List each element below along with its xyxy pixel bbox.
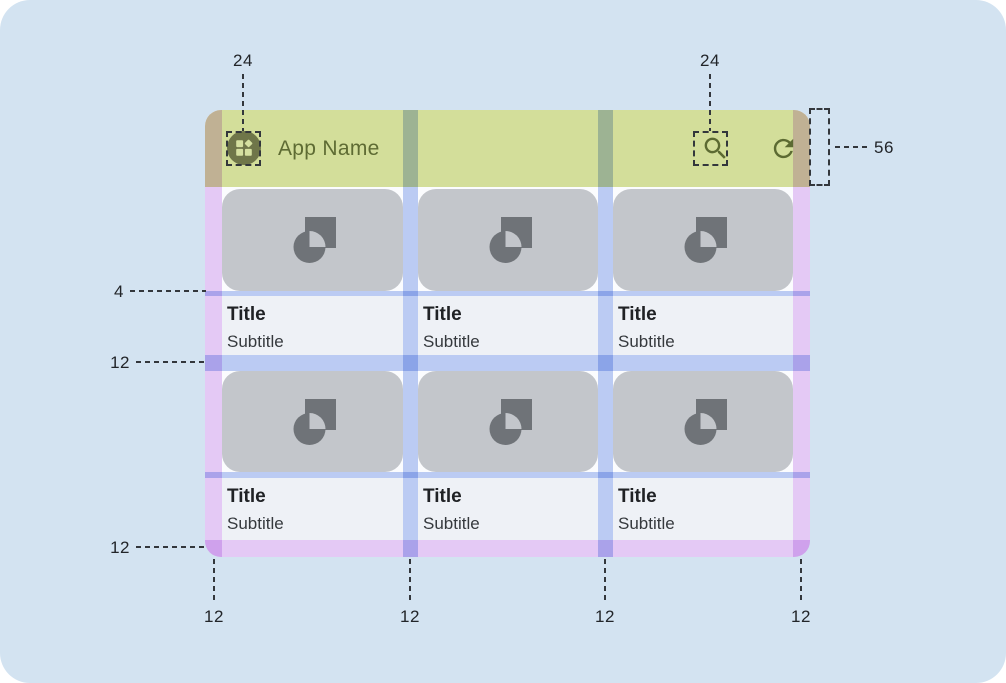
app-title: App Name xyxy=(278,136,380,160)
dimension-line xyxy=(800,559,802,602)
card-text-block[interactable]: Title Subtitle xyxy=(222,478,403,540)
card-subtitle: Subtitle xyxy=(423,332,480,351)
dim-label-search-size: 24 xyxy=(700,51,720,70)
card-text-block[interactable]: Title Subtitle xyxy=(222,296,403,355)
card-subtitle: Subtitle xyxy=(227,514,284,533)
dimension-box-search xyxy=(693,131,728,166)
dimension-line xyxy=(136,546,206,548)
dim-label-bottom-margin: 12 xyxy=(110,538,130,557)
dim-label-gutter-1: 12 xyxy=(400,607,420,626)
image-placeholder-icon xyxy=(489,398,532,445)
app-logo-button[interactable] xyxy=(227,131,261,165)
dim-label-row-gap: 12 xyxy=(110,353,130,372)
card-title: Title xyxy=(227,304,266,325)
dimension-line xyxy=(709,74,711,131)
overlay-row-gap xyxy=(205,355,810,371)
dimension-line xyxy=(604,559,606,602)
card-image[interactable] xyxy=(613,371,793,472)
dimension-bracket-appbar xyxy=(809,108,830,186)
dim-label-image-text-gap: 4 xyxy=(114,282,124,301)
refresh-button[interactable] xyxy=(769,134,798,163)
card-image[interactable] xyxy=(222,371,403,472)
dimension-line xyxy=(242,74,244,131)
card-subtitle: Subtitle xyxy=(618,332,675,351)
dimension-line xyxy=(136,361,206,363)
image-placeholder-icon xyxy=(293,217,336,263)
card-subtitle: Subtitle xyxy=(227,332,284,351)
dim-label-right-margin: 12 xyxy=(791,607,811,626)
dim-label-gutter-2: 12 xyxy=(595,607,615,626)
card-image[interactable] xyxy=(418,371,598,472)
card-title: Title xyxy=(227,486,266,507)
dimension-line xyxy=(130,290,206,292)
dim-label-appbar-height: 56 xyxy=(874,138,894,157)
overlay-bottom-margin xyxy=(205,540,810,557)
dimension-line xyxy=(409,559,411,602)
card-title: Title xyxy=(423,486,462,507)
dimension-line xyxy=(835,146,868,148)
app-layout: App Name xyxy=(205,110,810,557)
app-grid-icon xyxy=(236,139,253,156)
refresh-icon xyxy=(773,138,794,159)
card-text-block[interactable]: Title Subtitle xyxy=(613,478,793,540)
card-title: Title xyxy=(618,304,657,325)
card-image[interactable] xyxy=(418,189,598,291)
image-placeholder-icon xyxy=(489,217,532,263)
image-placeholder-icon xyxy=(684,398,727,445)
card-subtitle: Subtitle xyxy=(618,514,675,533)
card-image[interactable] xyxy=(222,189,403,291)
search-icon xyxy=(704,137,726,159)
card-image[interactable] xyxy=(613,189,793,291)
card-text-block[interactable]: Title Subtitle xyxy=(613,296,793,355)
card-title: Title xyxy=(423,304,462,325)
dimension-box-logo xyxy=(226,131,261,166)
card-subtitle: Subtitle xyxy=(423,514,480,533)
image-placeholder-icon xyxy=(684,217,727,263)
card-text-block[interactable]: Title Subtitle xyxy=(418,478,598,540)
search-button[interactable] xyxy=(701,134,730,163)
image-placeholder-icon xyxy=(293,398,336,445)
dim-label-logo-size: 24 xyxy=(233,51,253,70)
dimension-line xyxy=(213,559,215,602)
dim-label-left-margin: 12 xyxy=(204,607,224,626)
card-text-block[interactable]: Title Subtitle xyxy=(418,296,598,355)
card-title: Title xyxy=(618,486,657,507)
